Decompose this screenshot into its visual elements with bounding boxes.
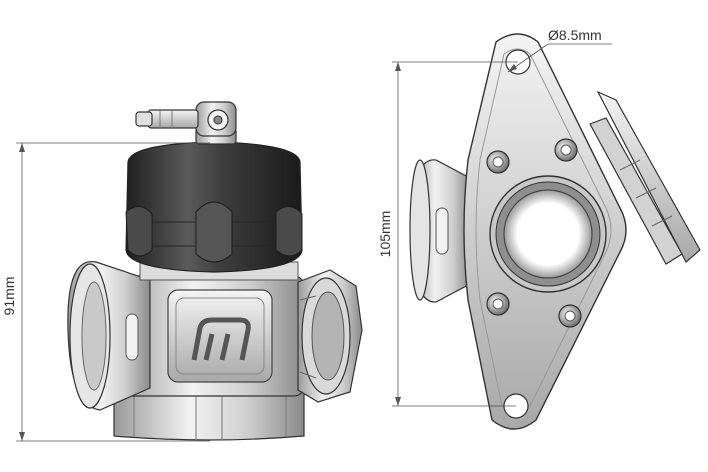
height-label-105mm: 105mm [377,211,393,258]
center-bore-inner [503,189,593,279]
bov-flange-view [409,33,701,430]
height-label-91mm: 91mm [1,277,17,316]
dimension-height-right: 105mm [377,61,518,407]
tial-logo-icon [191,317,251,361]
bov-side-view [67,101,363,441]
vacuum-port-fitting [135,101,237,145]
hole-diameter-label: Ø8.5mm [548,27,602,43]
body-front-face [167,289,273,383]
outlet-flange-side [589,90,701,265]
flange-bolts [486,138,582,328]
dimension-hole-diameter: Ø8.5mm [507,27,612,73]
dimension-height-left: 91mm [1,142,210,442]
bottom-flange [113,391,305,441]
right-outlet-nut [297,269,363,403]
